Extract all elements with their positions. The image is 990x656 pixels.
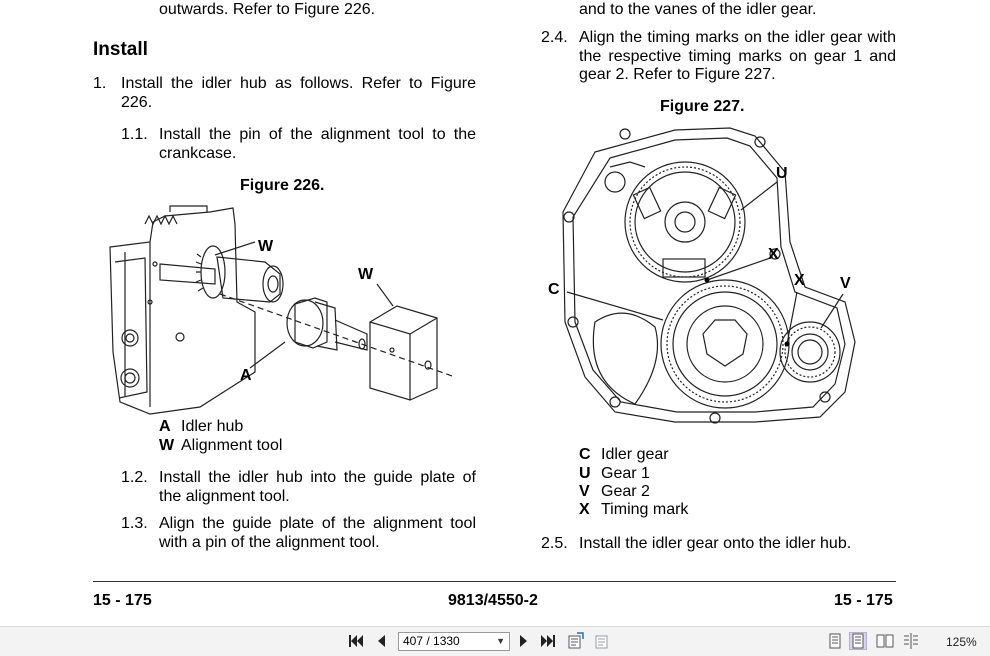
- go-forward-view-icon[interactable]: [592, 632, 610, 650]
- two-page-continuous-icon[interactable]: [902, 632, 920, 650]
- step-number: 1.: [93, 75, 107, 92]
- figure-227-illustration: [562, 127, 856, 424]
- last-page-icon[interactable]: [540, 634, 556, 648]
- legend-text: Gear 1: [601, 465, 650, 482]
- viewer-toolbar: 407 / 1330 ▼ 125%: [0, 626, 990, 656]
- section-heading: Install: [93, 39, 148, 60]
- continuous-icon: [852, 633, 864, 649]
- step-number: 2.5.: [541, 535, 568, 552]
- step-text: Align the guide plate of the alignment t…: [159, 515, 476, 532]
- zoom-level[interactable]: 125%: [946, 635, 977, 649]
- legend-item: A Idler hub: [159, 417, 243, 436]
- continuous-view-button[interactable]: [849, 632, 867, 650]
- single-page-icon[interactable]: [826, 632, 844, 650]
- first-page-icon[interactable]: [348, 634, 364, 648]
- legend-item: C Idler gear: [579, 445, 669, 464]
- legend-text: Idler gear: [601, 446, 669, 463]
- next-page-icon[interactable]: [518, 634, 530, 648]
- prev-page-icon[interactable]: [375, 634, 387, 648]
- footer-page-left: 15 - 175: [93, 592, 152, 609]
- step-text: Install the idler hub as follows. Refer …: [121, 75, 476, 92]
- step-number: 1.3.: [121, 515, 148, 532]
- footer-doc-number: 9813/4550-2: [448, 592, 538, 609]
- step-text: the alignment tool.: [159, 488, 290, 505]
- figure-label-x: X: [768, 246, 779, 263]
- legend-text: Idler hub: [181, 418, 244, 435]
- figure-label-x: X: [794, 272, 805, 289]
- legend-item: W Alignment tool: [159, 436, 282, 455]
- legend-item: V Gear 2: [579, 482, 650, 501]
- step-text: Install the idler gear onto the idler hu…: [579, 535, 852, 552]
- legend-key: A: [159, 418, 171, 435]
- step-number: 1.2.: [121, 469, 148, 486]
- figure-226-illustration: [109, 205, 456, 415]
- step-text: Install the idler hub into the guide pla…: [159, 469, 476, 486]
- figure-label-v: V: [840, 275, 851, 292]
- legend-item: U Gear 1: [579, 464, 650, 483]
- footer-rule: [93, 581, 896, 582]
- footer-page-right: 15 - 175: [834, 592, 893, 609]
- step-text: crankcase.: [159, 145, 237, 162]
- step-text: the respective timing marks on gear 1 an…: [579, 48, 896, 65]
- page-number-value: 407 / 1330: [403, 634, 460, 648]
- figure-label-w: W: [358, 266, 374, 283]
- step-text: Install the pin of the alignment tool to…: [159, 126, 476, 143]
- figure-label-w: W: [258, 238, 274, 255]
- step-text: 226.: [121, 94, 153, 111]
- page-number-input[interactable]: 407 / 1330 ▼: [398, 632, 510, 651]
- legend-item: X Timing mark: [579, 500, 688, 519]
- figure-label-a: A: [240, 367, 252, 384]
- legend-key: V: [579, 483, 590, 500]
- step-text: with a pin of the alignment tool.: [159, 534, 380, 551]
- right-continued-text: and to the vanes of the idler gear.: [579, 1, 817, 18]
- figure-label-c: C: [548, 281, 560, 298]
- step-number: 2.4.: [541, 29, 568, 46]
- chevron-down-icon[interactable]: ▼: [496, 636, 505, 646]
- step-text: Align the timing marks on the idler gear…: [579, 29, 896, 46]
- legend-text: Timing mark: [601, 501, 689, 518]
- figure-title: Figure 226.: [240, 177, 325, 194]
- legend-key: X: [579, 501, 590, 518]
- legend-text: Alignment tool: [181, 437, 283, 454]
- legend-key: C: [579, 446, 591, 463]
- step-text: gear 2. Refer to Figure 227.: [579, 66, 776, 83]
- legend-key: W: [159, 437, 175, 454]
- legend-text: Gear 2: [601, 483, 650, 500]
- left-continued-text: outwards. Refer to Figure 226.: [159, 1, 376, 18]
- step-number: 1.1.: [121, 126, 148, 143]
- go-back-view-icon[interactable]: [567, 632, 585, 650]
- figure-title: Figure 227.: [660, 98, 745, 115]
- two-page-icon[interactable]: [876, 632, 894, 650]
- figure-label-u: U: [776, 165, 788, 182]
- document-page: outwards. Refer to Figure 226. Install 1…: [93, 1, 896, 609]
- legend-key: U: [579, 465, 591, 482]
